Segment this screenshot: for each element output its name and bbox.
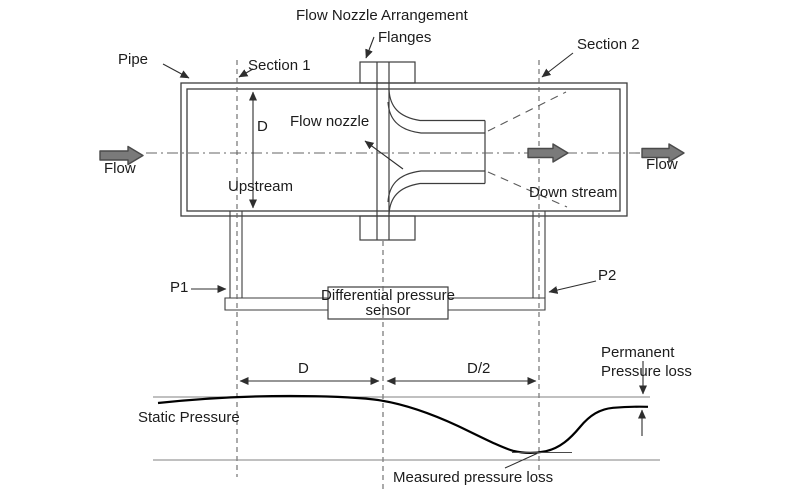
sensor-channels [224, 297, 546, 311]
p2-leader [548, 280, 597, 294]
flange-blocks [359, 61, 416, 241]
pressure-plot [153, 361, 660, 469]
flow-arrow-outlet [641, 143, 685, 163]
upstream-label: Upstream [228, 178, 294, 195]
flow-out-label: Flow [646, 156, 678, 173]
diagram-title: Flow Nozzle Arrangement [296, 7, 468, 24]
static-pressure-label: Static Pressure [138, 409, 240, 426]
section1-leader [238, 68, 254, 78]
downstream-label: Down stream [529, 184, 618, 201]
pipe-diameter-label: D [257, 118, 268, 135]
pressure-taps [229, 211, 546, 298]
sensor-box [327, 286, 449, 320]
permanent-loss-label-line2: Pressure loss [601, 363, 692, 380]
flow-nozzle-shape [387, 89, 486, 215]
jet-expansion-lines [487, 91, 568, 208]
flow-in-label: Flow [104, 160, 136, 177]
section1-label: Section 1 [248, 57, 311, 74]
section-lines [236, 60, 540, 489]
measured-loss-label: Measured pressure loss [393, 469, 554, 486]
dim-d-half-label: D/2 [467, 360, 491, 377]
sensor-label-line2: sensor [365, 302, 411, 319]
flanges-leader [365, 36, 375, 59]
pipe-leader [162, 63, 190, 79]
p2-label: P2 [598, 267, 617, 284]
measured-loss-leader [504, 453, 538, 469]
leader-arrows [162, 36, 597, 294]
sensor-label-line1: Differential pressure [321, 287, 455, 304]
flanges-label: Flanges [378, 29, 432, 46]
flow-nozzle-label: Flow nozzle [290, 113, 370, 130]
pipe-label: Pipe [118, 51, 149, 68]
section2-label: Section 2 [577, 36, 640, 53]
flow-arrow-downstream [527, 143, 569, 163]
dim-d-label: D [298, 360, 309, 377]
p1-label: P1 [170, 279, 189, 296]
flow-arrow-inlet [99, 145, 144, 166]
flow-arrows [99, 143, 685, 166]
section2-leader [541, 52, 574, 78]
static-pressure-curve [157, 394, 649, 454]
permanent-loss-label-line1: Permanent [601, 344, 675, 361]
flow-nozzle-leader [364, 140, 404, 170]
